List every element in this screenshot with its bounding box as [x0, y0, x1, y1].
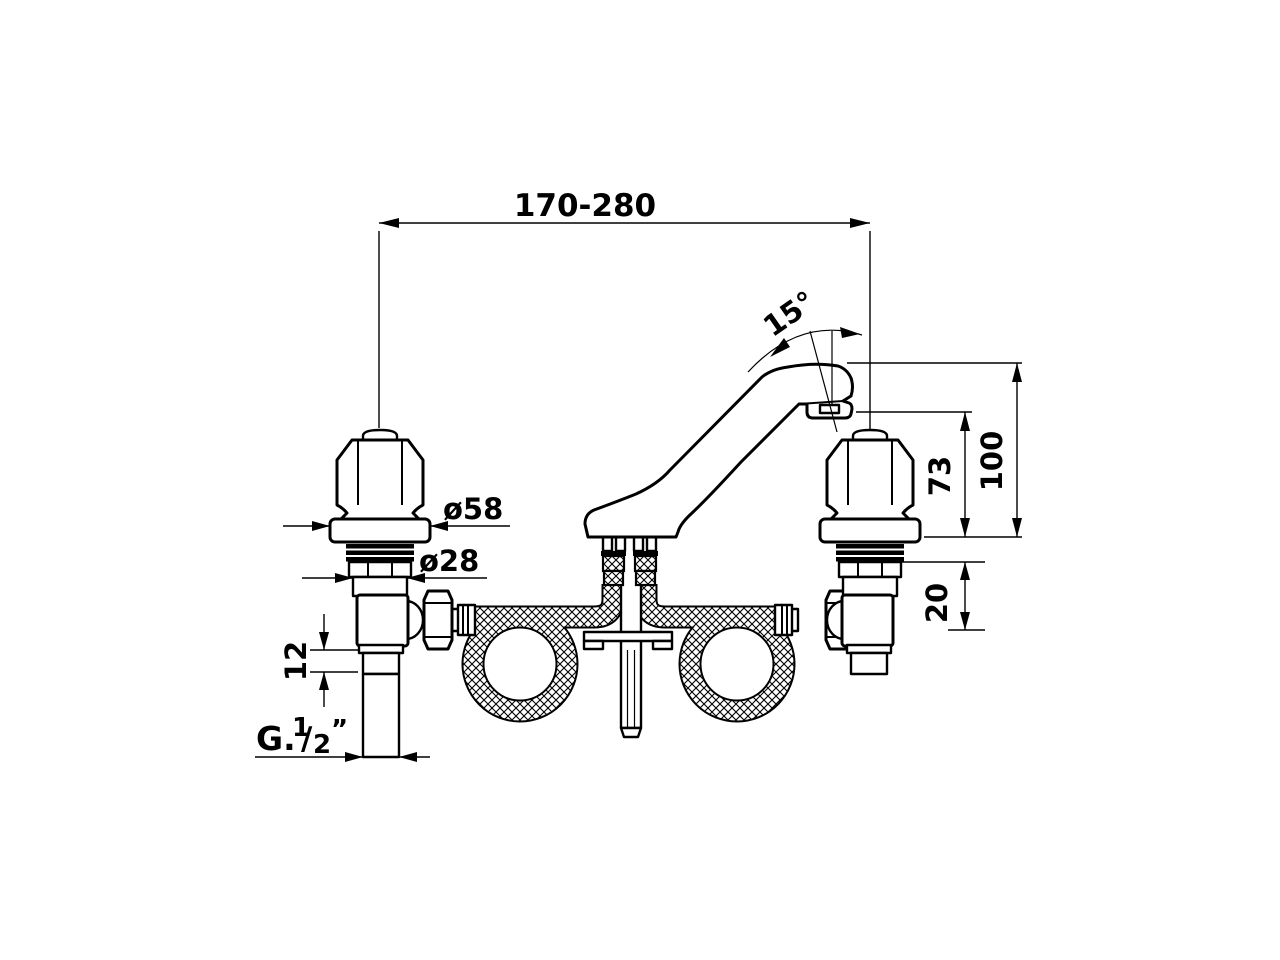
inlet-thread-dimension: G. 1 / 2 ” [255, 713, 430, 762]
left-connector [601, 535, 627, 587]
total-height-label: 100 [975, 431, 1009, 492]
under-deck-dimension: 20 [920, 562, 970, 630]
spout-angle-label: 15° [757, 284, 821, 343]
left-hose-coupling [422, 589, 477, 651]
outlet-height-label: 73 [923, 456, 957, 496]
spout [583, 362, 854, 539]
right-connector [632, 535, 658, 587]
under-deck-label: 20 [920, 583, 954, 623]
center-connectors [601, 535, 658, 587]
right-valve [818, 428, 922, 676]
left-inlet-tube [361, 672, 401, 759]
mounting-plate [582, 630, 674, 651]
flexible-hoses [461, 582, 796, 723]
flange-diameter-label: ø58 [443, 492, 503, 526]
inlet-thread-label: G. 1 / 2 ” [256, 713, 348, 760]
hole-distance-dimension: 170-280 [378, 188, 871, 430]
left-valve [328, 428, 432, 676]
body-diameter-dimension: ø28 [302, 544, 487, 583]
shank-step-dimension: 12 [279, 614, 358, 707]
dimension-annotations: 170-280 15° ø58 ø28 [255, 188, 1022, 762]
outlet-height-dimension: 73 [923, 412, 970, 537]
flange-diameter-dimension: ø58 [283, 492, 510, 531]
hole-distance-label: 170-280 [514, 188, 656, 224]
body-diameter-label: ø28 [419, 544, 479, 578]
shank-step-label: 12 [279, 641, 313, 681]
total-height-dimension: 100 [975, 363, 1022, 537]
